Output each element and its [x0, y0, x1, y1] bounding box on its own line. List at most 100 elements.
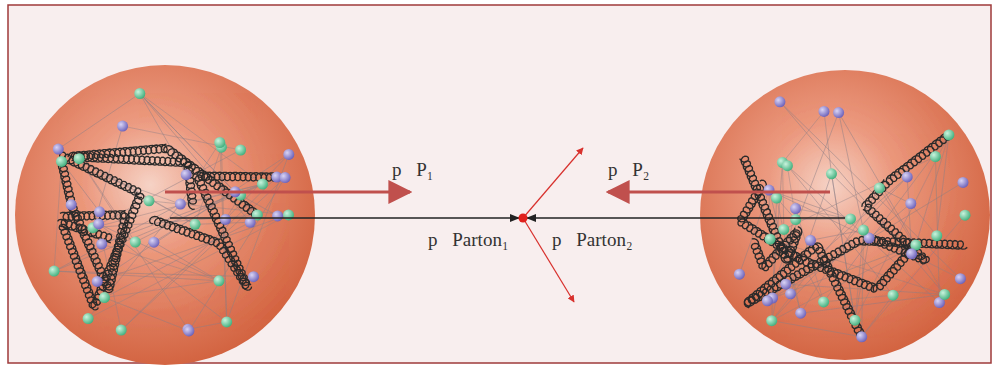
quark-ball	[181, 169, 192, 180]
parton-arrow	[170, 217, 519, 219]
field-line	[782, 163, 783, 230]
field-line	[58, 94, 140, 150]
field-line	[782, 111, 824, 162]
field-line	[54, 161, 61, 271]
gluon-spring	[164, 146, 260, 218]
quark-ball	[818, 296, 829, 307]
gluon-spring	[738, 180, 767, 224]
field-line	[769, 190, 869, 238]
quark-ball	[888, 290, 899, 301]
field-line	[824, 295, 893, 302]
field-line	[772, 182, 963, 298]
quark-ball	[960, 210, 971, 221]
momentum-label: p⃗Parton₁	[428, 230, 509, 251]
gluon-spring	[886, 132, 950, 185]
parton-arrow	[527, 217, 845, 219]
quark-ball	[833, 107, 844, 118]
quark-ball	[280, 172, 291, 183]
quark-ball	[874, 183, 885, 194]
quark-ball	[248, 271, 259, 282]
gluon-spring	[745, 238, 860, 308]
quark-ball	[92, 276, 103, 287]
quark-ball	[930, 151, 941, 162]
quark-ball	[856, 331, 867, 342]
quark-ball	[130, 237, 141, 248]
field-line	[79, 159, 188, 330]
quark-ball	[955, 273, 966, 284]
quark-ball	[795, 308, 806, 319]
quark-ball	[778, 224, 789, 235]
quark-ball	[780, 279, 791, 290]
field-line	[104, 281, 219, 298]
quark-ball	[826, 168, 837, 179]
field-line	[780, 102, 945, 295]
gluon-spring	[813, 243, 865, 338]
field-line	[911, 204, 937, 236]
quark-ball	[49, 266, 60, 277]
gluon-spring	[863, 204, 929, 263]
quark-ball	[782, 160, 793, 171]
quark-ball	[939, 289, 950, 300]
quark-ball	[116, 325, 127, 336]
proton-content	[49, 88, 295, 336]
quark-ball	[99, 292, 110, 303]
proton-sphere	[700, 70, 990, 360]
field-line	[54, 271, 219, 281]
gluon-spring	[738, 219, 803, 262]
outgoing-arrow	[523, 148, 583, 218]
quark-ball	[96, 239, 107, 250]
field-line	[121, 178, 285, 331]
field-line	[140, 94, 257, 216]
gluon-spring	[798, 257, 878, 293]
quark-ball	[790, 214, 801, 225]
quark-ball	[850, 315, 861, 326]
proton-content	[734, 96, 971, 342]
quark-ball	[83, 313, 94, 324]
quark-ball	[845, 213, 856, 224]
quark-ball	[734, 269, 745, 280]
gluon-spring	[862, 179, 890, 207]
quark-ball	[771, 193, 782, 204]
field-line	[801, 294, 945, 313]
field-line	[862, 295, 893, 337]
quark-ball	[220, 214, 231, 225]
field-line	[839, 113, 916, 245]
field-line	[140, 94, 257, 216]
quark-ball	[958, 177, 969, 188]
quark-ball	[134, 88, 145, 99]
quark-ball	[56, 156, 67, 167]
momentum-label: p⃗P₂	[608, 160, 649, 181]
quark-ball	[764, 185, 775, 196]
quark-ball	[906, 248, 917, 259]
quark-ball	[144, 195, 155, 206]
momentum-label: p⃗Parton₂	[552, 230, 633, 251]
gluon-spring	[150, 216, 221, 246]
collision-point	[519, 214, 528, 223]
field-line	[121, 177, 277, 330]
quark-ball	[762, 295, 773, 306]
gluon-spring	[91, 192, 144, 310]
quark-ball	[765, 234, 776, 245]
quark-ball	[272, 210, 283, 221]
quark-ball	[766, 315, 777, 326]
gluon-spring	[72, 153, 192, 167]
quark-ball	[183, 325, 194, 336]
quark-ball	[190, 219, 201, 230]
gluon-spring	[60, 211, 126, 221]
quark-ball	[819, 106, 830, 117]
momentum-arrow	[608, 191, 830, 194]
quark-ball	[66, 199, 77, 210]
quark-ball	[902, 171, 913, 182]
quark-ball	[214, 137, 225, 148]
proton-sphere	[15, 65, 315, 365]
momentum-arrow	[165, 191, 410, 194]
quark-ball	[117, 121, 128, 132]
quark-ball	[148, 237, 159, 248]
field-line	[786, 284, 945, 294]
quark-ball	[790, 203, 801, 214]
quark-ball	[257, 179, 268, 190]
gluon-spring	[752, 239, 768, 269]
